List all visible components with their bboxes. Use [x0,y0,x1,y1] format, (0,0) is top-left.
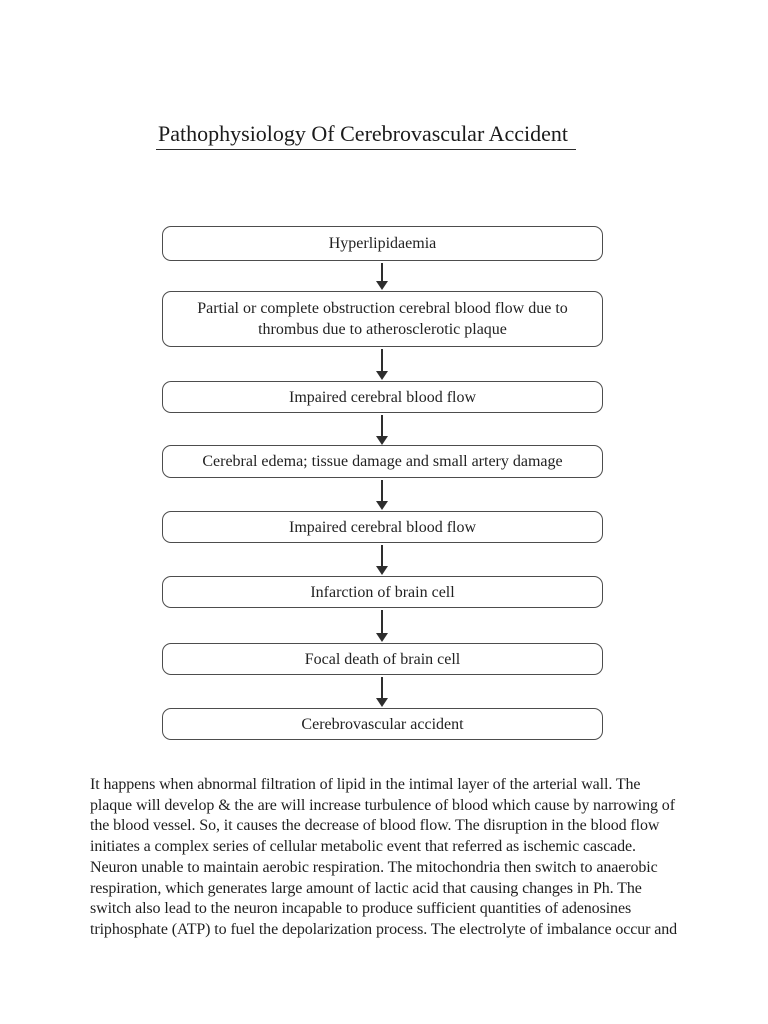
paragraph-line: switch also lead to the neuron incapable… [90,900,632,918]
flow-step-6: Infarction of brain cell [162,576,603,608]
page-title-text: Pathophysiology Of Cerebrovascular Accid… [156,121,576,150]
flow-step-label: Cerebrovascular accident [301,715,464,733]
down-arrow-connector-icon [376,545,388,575]
flow-step-7: Focal death of brain cell [162,643,603,675]
flow-step-label: Partial or complete obstruction cerebral… [197,300,568,338]
page-title: Pathophysiology Of Cerebrovascular Accid… [90,121,642,150]
flow-step-5: Impaired cerebral blood flow [162,511,603,543]
paragraph-line: respiration, which generates large amoun… [90,879,642,897]
flow-step-4: Cerebral edema; tissue damage and small … [162,445,603,478]
down-arrow-connector-icon [376,349,388,380]
down-arrow-connector-icon [376,677,388,707]
flow-step-8: Cerebrovascular accident [162,708,603,740]
flow-step-1: Hyperlipidaemia [162,226,603,261]
flow-step-2: Partial or complete obstruction cerebral… [162,291,603,347]
paragraph-line: initiates a complex series of cellular m… [90,838,636,856]
flow-step-label: Focal death of brain cell [304,650,461,668]
paragraph-line: the blood vessel. So, it causes the decr… [90,817,660,835]
flow-step-3: Impaired cerebral blood flow [162,381,603,413]
flow-step-label: Infarction of brain cell [310,583,455,601]
flow-step-label: Cerebral edema; tissue damage and small … [202,453,563,470]
down-arrow-connector-icon [376,415,388,445]
flow-step-label: Impaired cerebral blood flow [288,518,477,536]
down-arrow-connector-icon [376,480,388,510]
flow-step-label: Impaired cerebral blood flow [288,388,477,406]
down-arrow-connector-icon [376,263,388,290]
paragraph-line: Neuron unable to maintain aerobic respir… [90,858,658,876]
paragraph-line: triphosphate (ATP) to fuel the depolariz… [90,920,678,938]
flow-step-label: Hyperlipidaemia [328,235,437,252]
paragraph-line: plaque will develop & the are will incre… [90,796,675,814]
paragraph-line: It happens when abnormal filtration of l… [90,776,641,793]
body-paragraph: It happens when abnormal filtration of l… [90,775,690,941]
down-arrow-connector-icon [376,610,388,642]
